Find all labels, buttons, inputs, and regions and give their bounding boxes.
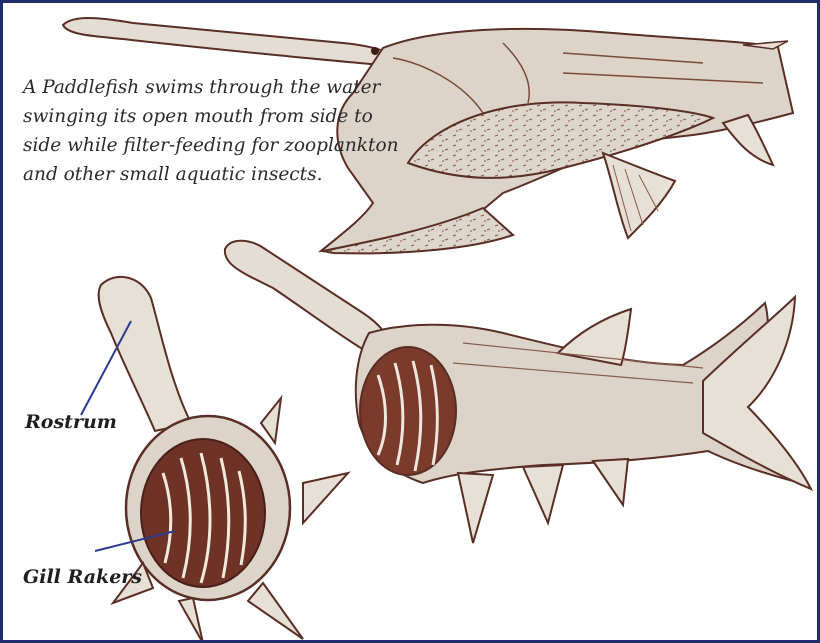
rostrum-leader-line bbox=[81, 321, 131, 415]
front-paddlefish bbox=[99, 277, 348, 643]
caption-line-2: swinging its open mouth from side to bbox=[23, 102, 383, 131]
caption: A Paddlefish swims through the water swi… bbox=[23, 73, 383, 189]
middle-rostrum bbox=[225, 241, 387, 353]
top-rostrum bbox=[63, 18, 388, 65]
top-pectoral-fin bbox=[603, 153, 675, 238]
caption-line-1: A Paddlefish swims through the water bbox=[23, 73, 383, 102]
middle-gill-rakers bbox=[360, 347, 456, 475]
caption-line-4: and other small aquatic insects. bbox=[23, 160, 383, 189]
caption-line-3: side while filter-feeding for zooplankto… bbox=[23, 131, 383, 160]
gill-rakers-label: Gill Rakers bbox=[23, 566, 142, 588]
top-eye bbox=[371, 47, 379, 55]
top-pelvic-fin bbox=[723, 115, 773, 165]
rostrum-label: Rostrum bbox=[25, 411, 117, 433]
